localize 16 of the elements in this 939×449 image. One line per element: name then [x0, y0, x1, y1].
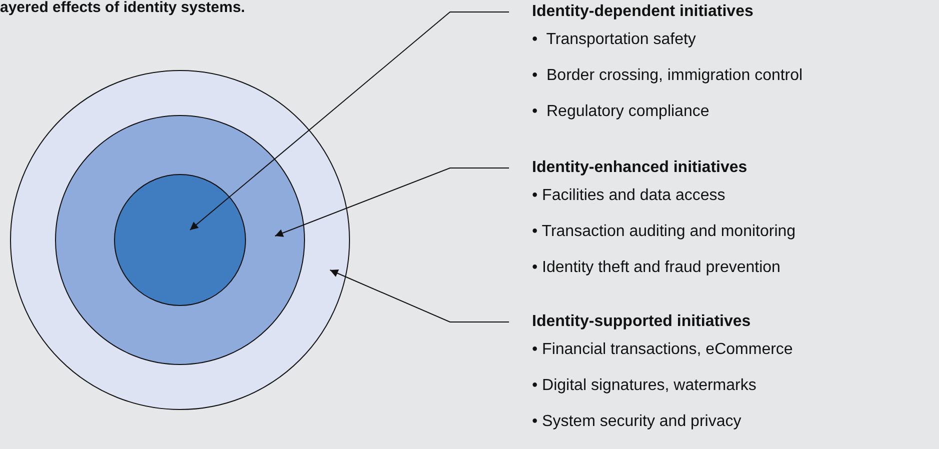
bullet-item: • Regulatory compliance [532, 102, 710, 122]
title: ayered effects of identity systems. [0, 0, 246, 16]
group-heading: Identity-enhanced initiatives [532, 158, 748, 178]
group-heading: Identity-supported initiatives [532, 312, 751, 332]
bullet-item: • Border crossing, immigration control [532, 66, 803, 86]
bullet-item: • Facilities and data access [532, 186, 726, 206]
bullet-item: • Digital signatures, watermarks [532, 376, 756, 396]
leader-arrow [330, 270, 510, 322]
leader-arrow [190, 12, 510, 230]
bullet-item: • Financial transactions, eCommerce [532, 340, 793, 360]
bullet-item: • Transportation safety [532, 30, 696, 50]
bullet-item: • Identity theft and fraud prevention [532, 258, 780, 278]
group-heading: Identity-dependent initiatives [532, 2, 754, 22]
leader-arrow [274, 168, 510, 237]
bullet-item: • System security and privacy [532, 412, 742, 432]
bullet-item: • Transaction auditing and monitoring [532, 222, 796, 242]
